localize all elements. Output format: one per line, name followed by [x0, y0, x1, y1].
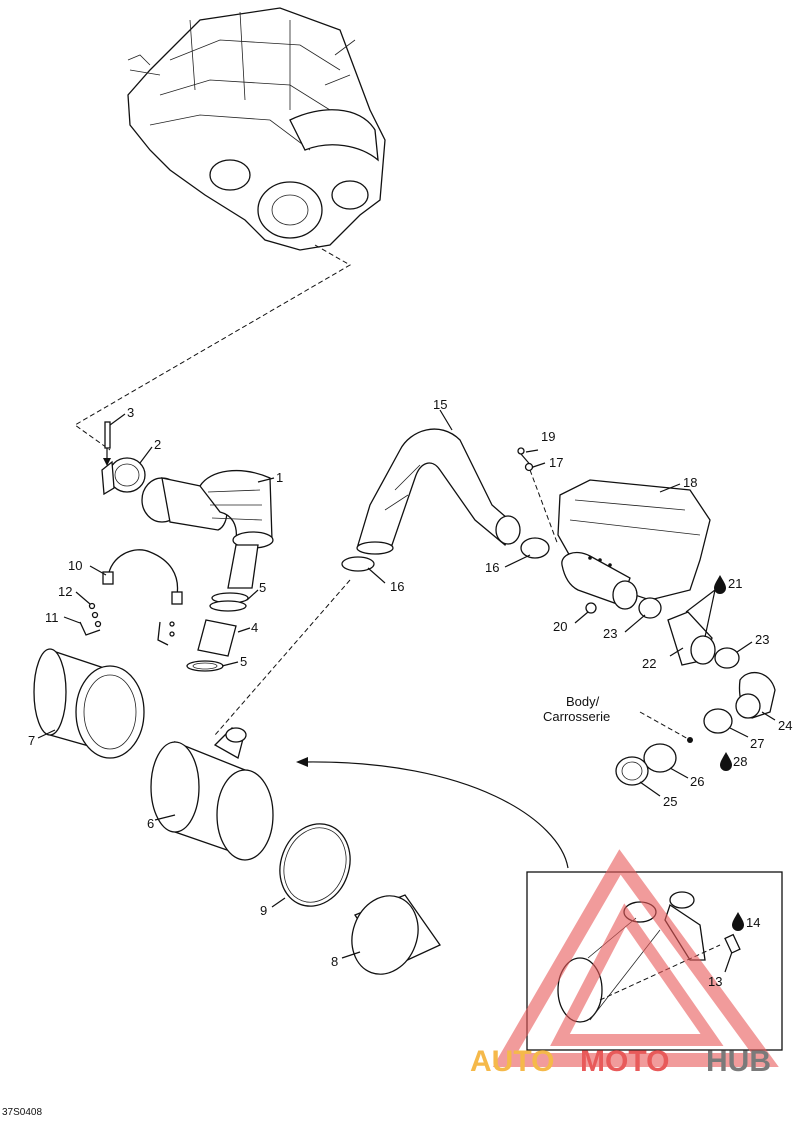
parts-11-12-fasteners: [79, 602, 175, 646]
part-5-ring-lower: [186, 660, 224, 672]
part-labels: 1 2 3 4 5 5 6 7 8 9 10 11 12 13 14 15 16…: [28, 397, 792, 989]
part-7-housing: [33, 648, 145, 759]
part-9-ring: [279, 823, 351, 907]
label-18: 18: [683, 475, 697, 490]
label-13: 13: [708, 974, 722, 989]
label-25: 25: [663, 794, 677, 809]
part-3-stud: [103, 421, 111, 466]
label-16-right: 16: [485, 560, 499, 575]
label-3: 3: [127, 405, 134, 420]
label-15: 15: [433, 397, 447, 412]
label-23-right: 23: [755, 632, 769, 647]
part-27-seal: [703, 708, 733, 734]
label-17: 17: [549, 455, 563, 470]
part-2-clamp: [101, 457, 146, 496]
engine-illustration: [127, 7, 386, 251]
leader-lines: [37, 409, 776, 973]
part-8-filter: [351, 894, 441, 975]
label-8: 8: [331, 954, 338, 969]
label-22: 22: [642, 656, 656, 671]
label-9: 9: [260, 903, 267, 918]
part-10-strap: [102, 549, 183, 605]
oil-drop-icon: [732, 912, 744, 931]
label-2: 2: [154, 437, 161, 452]
label-5-lower: 5: [240, 654, 247, 669]
label-20: 20: [553, 619, 567, 634]
part-1-intake-pipe: [141, 469, 274, 549]
part-26-seal: [643, 743, 677, 773]
label-6: 6: [147, 816, 154, 831]
label-14: 14: [746, 915, 760, 930]
svg-text:MOTO: MOTO: [580, 1045, 669, 1078]
label-7: 7: [28, 733, 35, 748]
part-18-muffler: [557, 479, 711, 610]
svg-text:HUB: HUB: [706, 1045, 771, 1078]
label-16-left: 16: [390, 579, 404, 594]
svg-text:AUTO: AUTO: [470, 1045, 554, 1078]
part-22-tailpipe: [667, 611, 716, 666]
part-5-hose-upper: [209, 544, 259, 612]
body-label-line2: Carrosserie: [543, 709, 610, 724]
label-12: 12: [58, 584, 72, 599]
label-11: 11: [45, 610, 59, 625]
label-5-upper: 5: [259, 580, 266, 595]
label-26: 26: [690, 774, 704, 789]
label-1: 1: [276, 470, 283, 485]
part-16-rings: [341, 537, 550, 572]
body-pointer: [639, 711, 693, 743]
part-15-pipe: [356, 428, 521, 555]
watermark-logo: [492, 849, 779, 1067]
assembly-guide-line: [74, 244, 352, 451]
part-20-nut: [585, 602, 597, 614]
label-23-left: 23: [603, 626, 617, 641]
watermark-text: AUTO MOTO HUB: [470, 1045, 771, 1078]
part-23-rings: [638, 597, 740, 669]
label-10: 10: [68, 558, 82, 573]
drawing-code: 37S0408: [2, 1107, 43, 1118]
part-6-canister: [150, 727, 274, 861]
part-24-outlet: [735, 671, 776, 719]
part-4-coupler: [197, 619, 237, 657]
label-19: 19: [541, 429, 555, 444]
inset-arrow: [304, 761, 569, 869]
assembly-guide-line-2: [214, 579, 351, 736]
label-4: 4: [251, 620, 258, 635]
label-28: 28: [733, 754, 747, 769]
label-24: 24: [778, 718, 792, 733]
body-label-line1: Body/: [566, 694, 600, 709]
label-21: 21: [728, 576, 742, 591]
part-25-flange: [615, 756, 649, 786]
oil-drop-icon: [714, 575, 726, 594]
oil-drop-icon: [720, 752, 732, 771]
parts-17-19-hardware: [517, 447, 559, 546]
label-27: 27: [750, 736, 764, 751]
